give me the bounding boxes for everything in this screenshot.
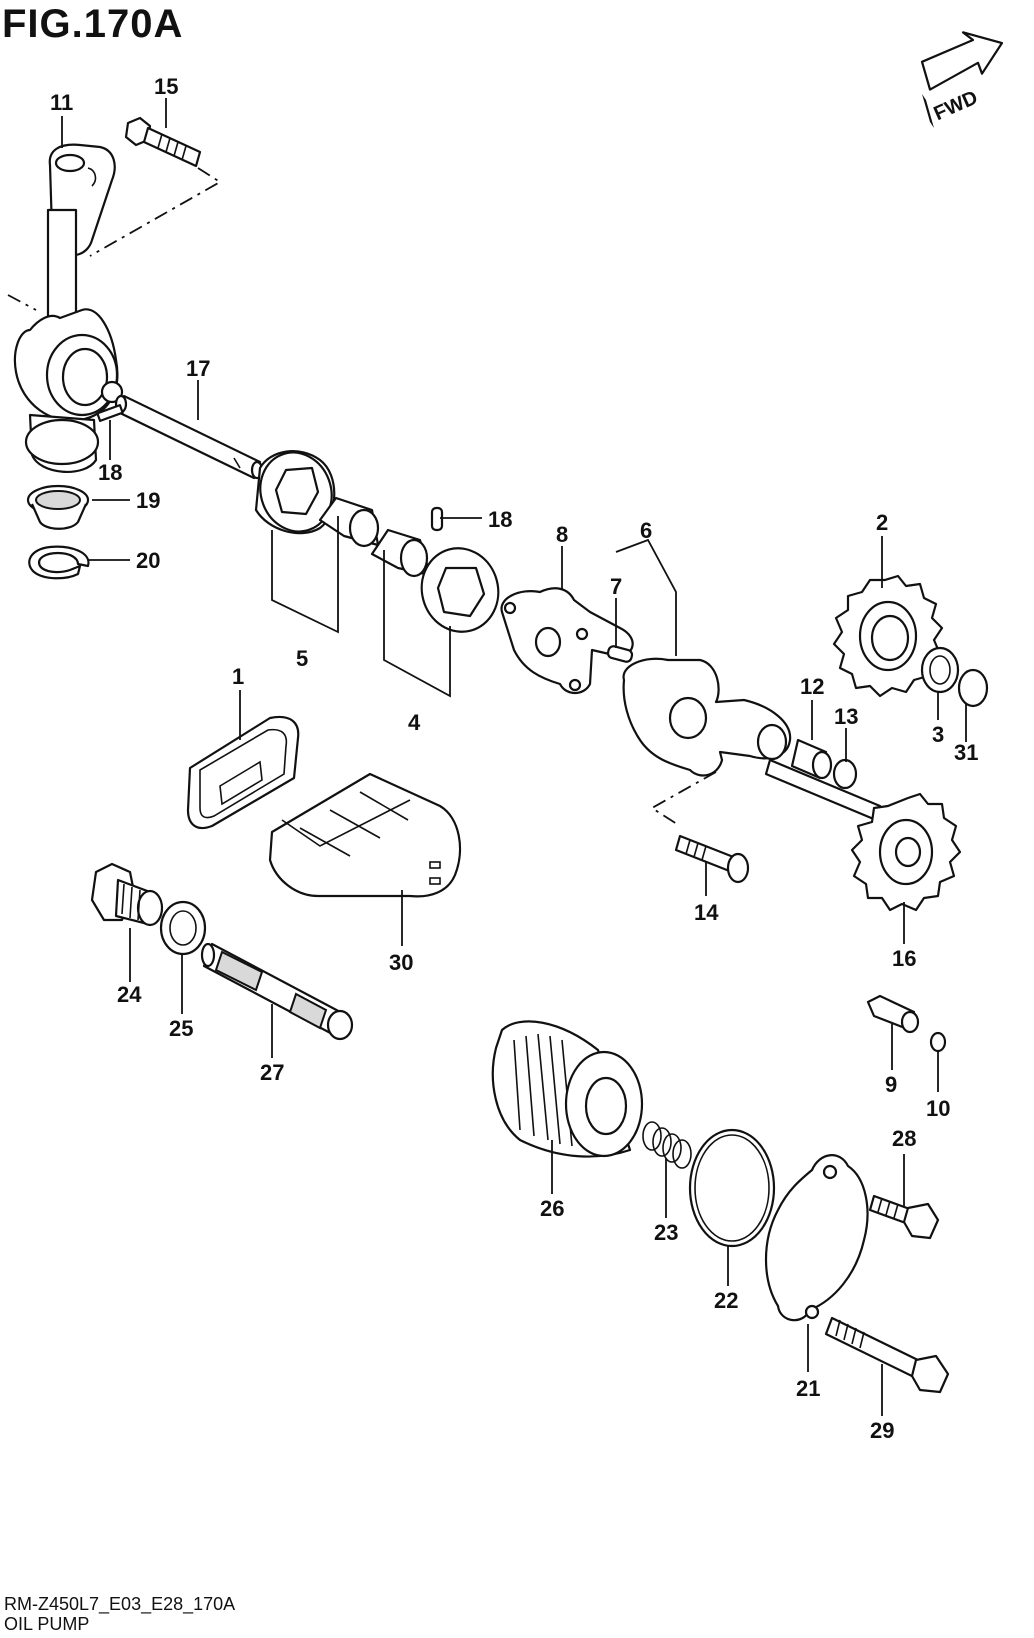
- part-labels: 11 15 17 18 19 20 18 5 4 8 6 7 2 1 12 13…: [50, 74, 978, 1443]
- label-13: 13: [834, 704, 858, 729]
- label-19: 19: [136, 488, 160, 513]
- part-18-pin-middle: [430, 506, 444, 532]
- part-30-cover: [268, 772, 462, 898]
- figure-title: FIG.170A: [2, 2, 184, 46]
- part-12-bushing: [790, 738, 833, 780]
- label-23: 23: [654, 1220, 678, 1245]
- part-16-gear: [850, 792, 962, 912]
- label-14: 14: [694, 900, 719, 925]
- part-6-pump-body: [622, 657, 882, 822]
- part-8-plate: [500, 587, 634, 695]
- label-27: 27: [260, 1060, 284, 1085]
- part-11-oil-pump-cover: [13, 143, 124, 473]
- label-7: 7: [610, 574, 622, 599]
- label-24: 24: [117, 982, 142, 1007]
- part-1-gasket: [186, 715, 300, 830]
- label-28: 28: [892, 1126, 916, 1151]
- label-15: 15: [154, 74, 178, 99]
- part-5-rotor-set: [254, 450, 380, 548]
- label-12: 12: [800, 674, 824, 699]
- label-17: 17: [186, 356, 210, 381]
- part-23-spring: [642, 1121, 692, 1169]
- part-27-screen: [200, 942, 354, 1041]
- label-22: 22: [714, 1288, 738, 1313]
- label-20: 20: [136, 548, 160, 573]
- label-8: 8: [556, 522, 568, 547]
- label-6: 6: [640, 518, 652, 543]
- part-18-pin-left: [96, 404, 124, 422]
- part-17-shaft: [114, 394, 264, 480]
- label-9: 9: [885, 1072, 897, 1097]
- part-19-strainer: [26, 484, 90, 530]
- part-15-bolt: [124, 116, 202, 168]
- part-14-bolt: [674, 834, 750, 884]
- label-18-middle: 18: [488, 507, 512, 532]
- leader-lines: [61, 98, 967, 1416]
- part-31-circlip: [957, 668, 989, 708]
- label-1: 1: [232, 664, 244, 689]
- label-5: 5: [296, 646, 308, 671]
- part-2-gear: [832, 574, 944, 698]
- label-11: 11: [50, 90, 73, 115]
- label-18-left: 18: [98, 460, 122, 485]
- label-25: 25: [169, 1016, 193, 1041]
- label-4: 4: [408, 710, 421, 735]
- part-10-o-ring: [929, 1031, 947, 1053]
- fwd-label: FWD: [931, 87, 982, 126]
- label-10: 10: [926, 1096, 950, 1121]
- label-2: 2: [876, 510, 888, 535]
- part-28-bolt: [868, 1194, 940, 1240]
- part-13-o-ring: [832, 758, 858, 790]
- label-30: 30: [389, 950, 413, 975]
- part-22-o-ring: [688, 1128, 776, 1248]
- part-24-plug: [90, 862, 164, 927]
- part-20-circlip: [28, 545, 90, 580]
- part-3-washer: [920, 646, 960, 694]
- part-25-washer: [159, 900, 207, 956]
- label-26: 26: [540, 1196, 564, 1221]
- part-29-bolt: [824, 1316, 950, 1394]
- label-21: 21: [796, 1376, 820, 1401]
- part-9-valve: [866, 994, 920, 1034]
- label-29: 29: [870, 1418, 894, 1443]
- figure-code: RM-Z450L7_E03_E28_170A: [4, 1594, 236, 1614]
- label-3: 3: [932, 722, 944, 747]
- fwd-arrow-icon: FWD: [920, 31, 1004, 128]
- label-16: 16: [892, 946, 916, 971]
- label-31: 31: [954, 740, 978, 765]
- part-7-pin: [606, 645, 634, 663]
- figure-name: OIL PUMP: [4, 1614, 90, 1634]
- part-4-rotor-set: [370, 528, 500, 633]
- part-26-oil-filter: [491, 1020, 644, 1158]
- part-21-filter-cap: [764, 1154, 869, 1322]
